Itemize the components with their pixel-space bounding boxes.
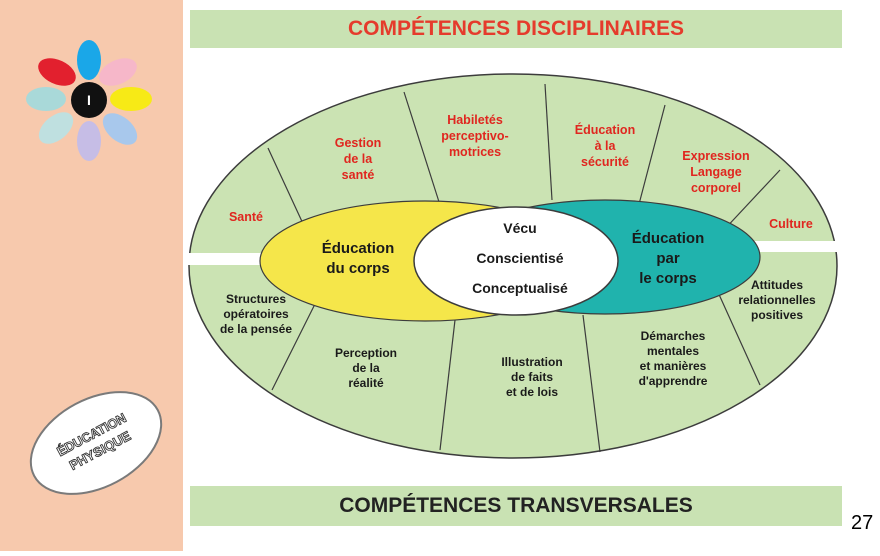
disciplinary-competence-line: de la [344, 152, 374, 166]
ring-separator-right [690, 241, 840, 252]
transversal-competence-line: de la pensée [220, 322, 292, 336]
disciplinary-competence: Culture [769, 217, 813, 231]
sidebar-art: I ÉDUCATION PHYSIQUE [26, 40, 163, 495]
disciplinary-competence-line: Culture [769, 217, 813, 231]
discipline-badge: ÉDUCATION PHYSIQUE [29, 391, 163, 495]
transversal-banner: COMPÉTENCES TRANSVERSALES [190, 486, 842, 526]
disciplinary-competence-line: Éducation [575, 122, 635, 137]
flower-petal [38, 58, 76, 86]
disciplinary-competence-line: Habiletés [447, 113, 503, 127]
disciplinary-competence: Santé [229, 210, 263, 224]
center-process-label-line: Conscientisé [476, 250, 563, 266]
disciplinary-competence-line: santé [342, 168, 375, 182]
transversal-title: COMPÉTENCES TRANSVERSALES [339, 494, 693, 517]
transversal-competence-line: et manières [640, 359, 707, 373]
transversal-competence-line: de la [352, 361, 380, 375]
flower-center [71, 82, 107, 118]
disciplinary-competence-line: corporel [691, 181, 741, 195]
sidebar: I ÉDUCATION PHYSIQUE [0, 0, 183, 551]
transversal-competence-line: et de lois [506, 385, 558, 399]
flower-center-label: I [87, 92, 91, 108]
flower-petal [102, 113, 138, 145]
disciplinary-competence-line: Langage [690, 165, 741, 179]
through-body-label-line: le corps [639, 270, 697, 287]
through-body-label-line: Éducation [632, 230, 705, 247]
disciplinary-competence: Gestion de la santé [335, 136, 382, 182]
transversal-competence-line: réalité [348, 376, 384, 390]
transversal-competence-line: positives [751, 308, 803, 322]
body-education-label-line: du corps [326, 260, 389, 277]
center-ellipse [413, 206, 619, 316]
disciplinary-title: COMPÉTENCES DISCIPLINAIRES [347, 17, 685, 40]
transversal-competence-line: Perception [335, 346, 397, 360]
body-education-label-line: Éducation [322, 240, 395, 257]
flower-petal [77, 40, 101, 80]
transversal-competence-line: Structures [226, 292, 286, 306]
disciplinary-competence-line: perceptivo- [441, 129, 508, 143]
disciplinary-competence: Habiletés perceptivo-motrices [441, 113, 508, 159]
disciplinary-competence-line: Expression [682, 149, 749, 163]
ring-dividers [267, 83, 781, 453]
disciplinary-competence-line: à la [595, 139, 617, 153]
flower-petal [77, 121, 101, 161]
through-body-label: Éducation par le corps [632, 230, 705, 287]
center-process-label-line: Conceptualisé [472, 280, 568, 296]
flower-logo: I [26, 40, 152, 161]
flower-petal [99, 58, 137, 86]
disciplinary-banner: COMPÉTENCES DISCIPLINAIRES [190, 10, 842, 48]
transversal-competence-line: Attitudes [751, 278, 803, 292]
through-body-label-line: par [656, 250, 680, 267]
transversal-competence-line: de faits [511, 370, 553, 384]
disciplinary-competence-line: Santé [229, 210, 263, 224]
flower-petal [26, 87, 66, 111]
page-number: 27 [851, 512, 874, 534]
center-process-label-line: Vécu [503, 220, 536, 236]
disciplinary-competence: Éducation à la sécurité [575, 122, 635, 169]
transversal-competence-line: Illustration [501, 355, 562, 369]
flower-petal [38, 112, 74, 144]
disciplinary-competence-line: motrices [449, 145, 501, 159]
disciplinary-competence-line: Gestion [335, 136, 382, 150]
disciplinary-competence-line: sécurité [581, 155, 629, 169]
transversal-competence-line: opératoires [223, 307, 289, 321]
transversal-competence-line: d'apprendre [639, 374, 708, 388]
transversal-competence-line: relationnelles [738, 293, 816, 307]
transversal-competence-line: mentales [647, 344, 699, 358]
body-education-label: Éducation du corps [322, 240, 395, 277]
flower-petal [110, 87, 152, 111]
transversal-competence-line: Démarches [641, 329, 706, 343]
